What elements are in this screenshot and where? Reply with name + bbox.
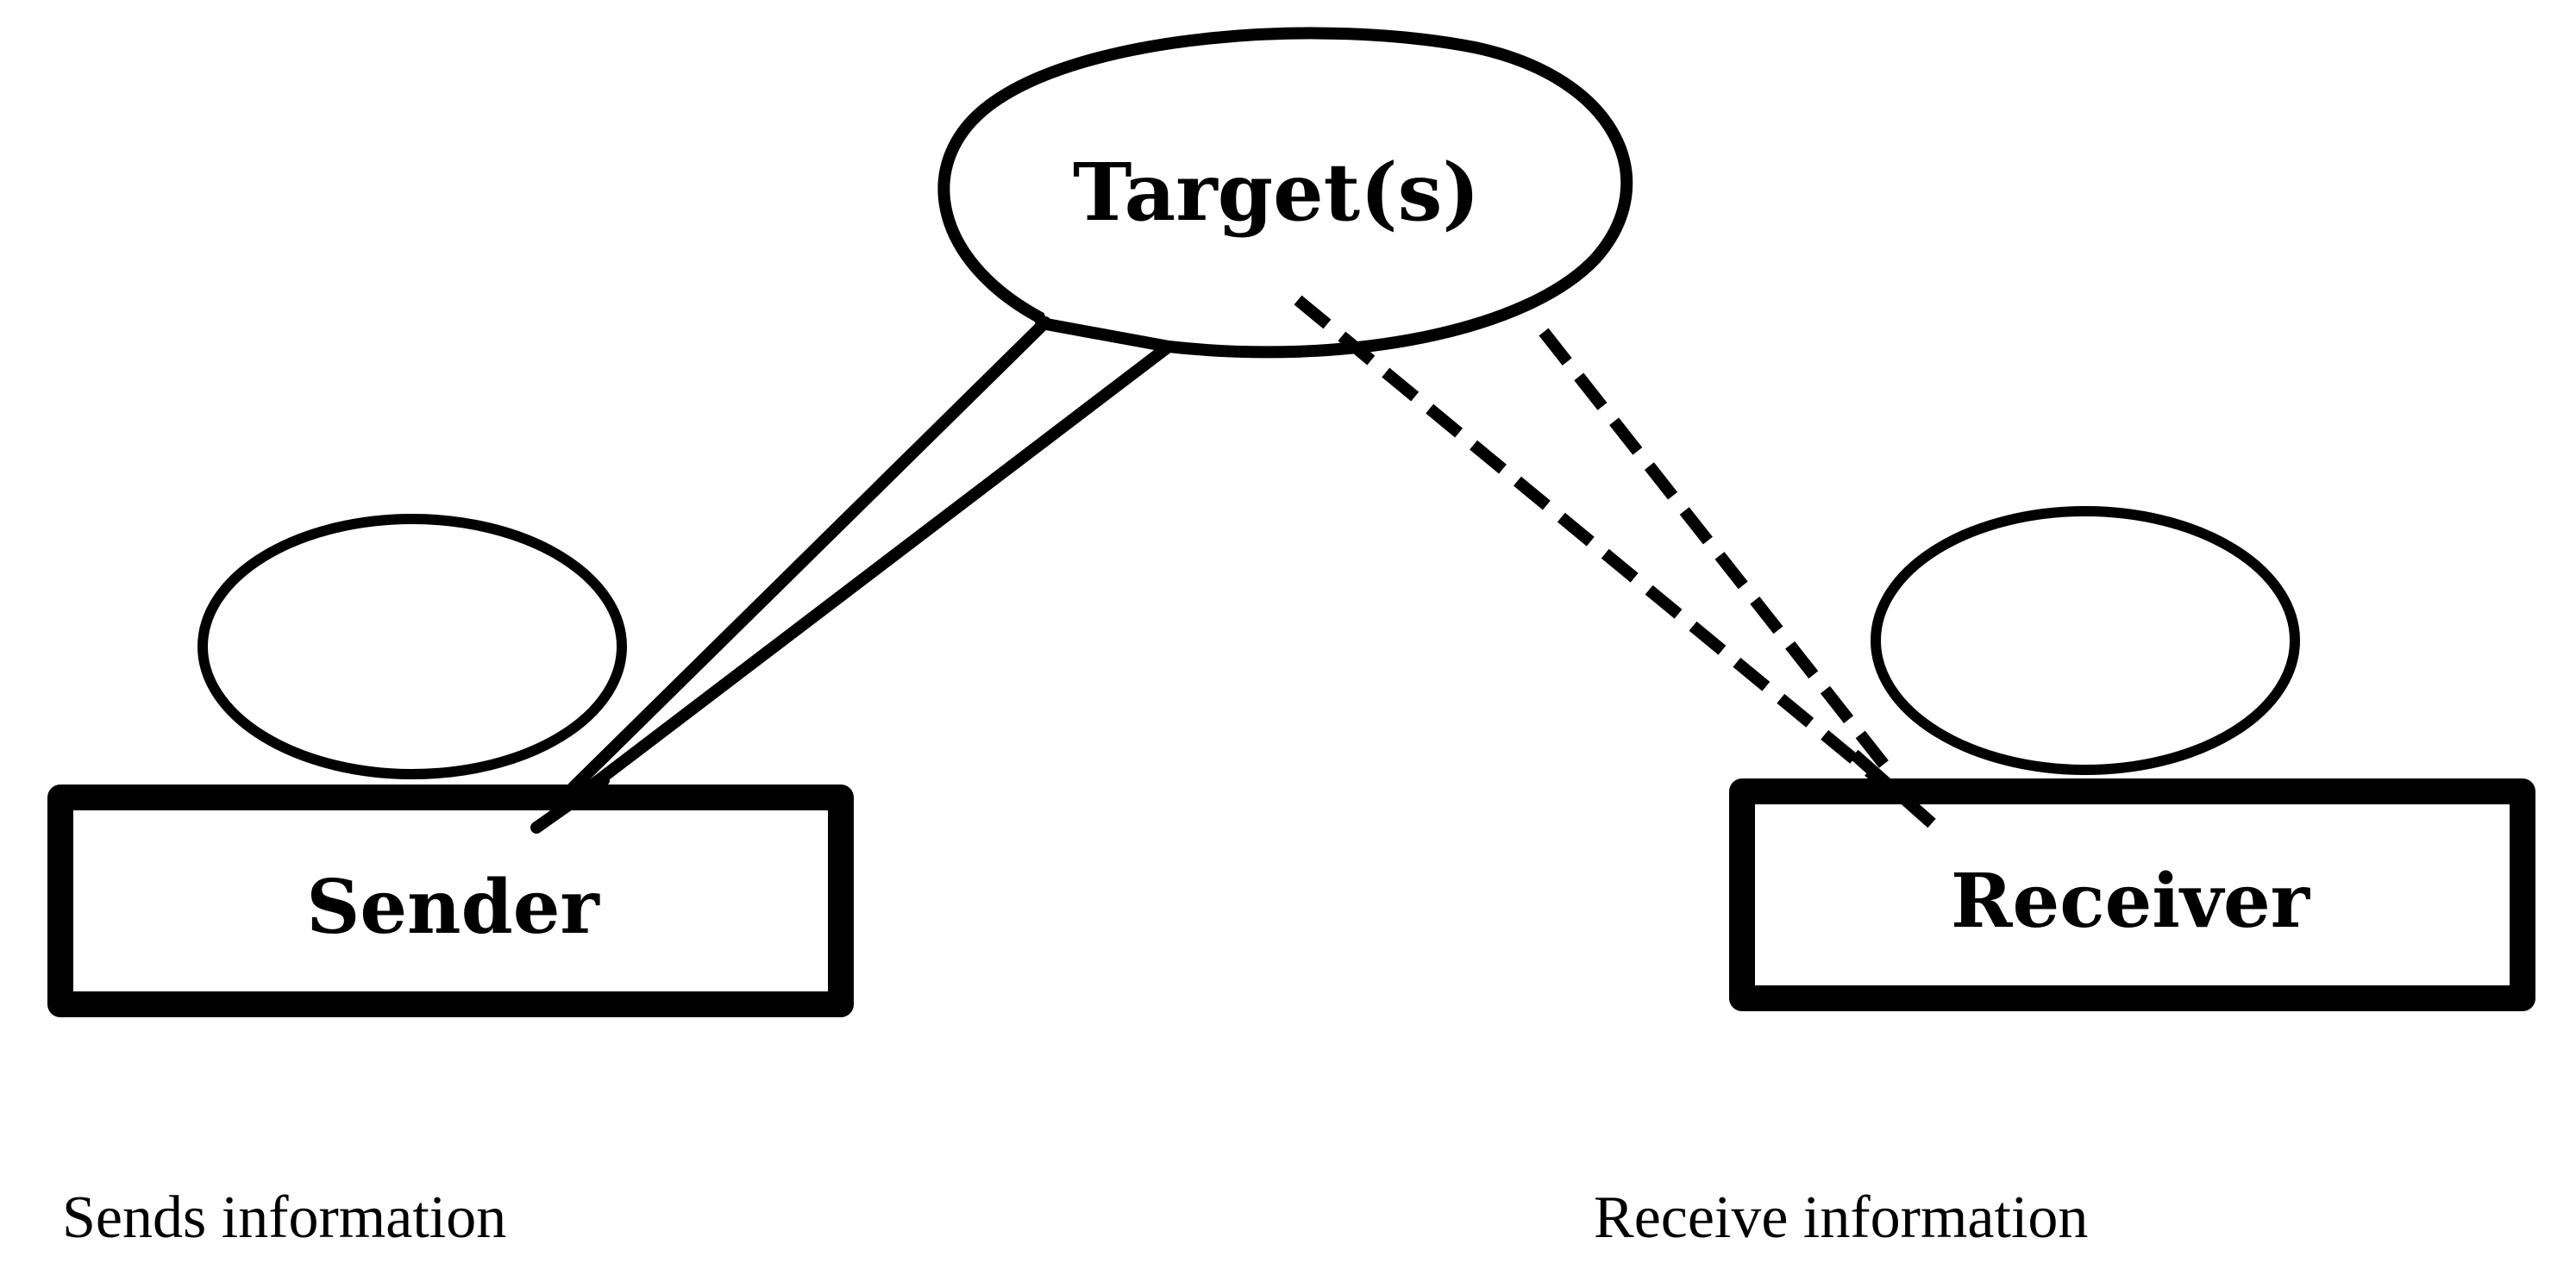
sender-head	[197, 514, 627, 779]
receiver-box	[1729, 778, 2535, 1011]
sender-caption: Sends information	[62, 1185, 506, 1251]
target-label: Target(s)	[1073, 146, 1480, 239]
sender-box	[47, 785, 854, 1017]
receiver-label: Receiver	[1951, 858, 2311, 945]
sender-label: Sender	[306, 864, 600, 951]
receiver-caption: Receive information	[1594, 1185, 2088, 1251]
bubble-tail-left	[567, 316, 1051, 793]
dashed-link-1	[1294, 295, 1936, 828]
dashed-link-tip	[1850, 749, 1936, 828]
target-speech-bubble	[937, 27, 1633, 359]
bubble-tail-tip	[530, 774, 610, 834]
receiver-head	[1871, 506, 2300, 775]
dashed-link-2	[1539, 328, 1898, 780]
bubble-tail-right	[530, 341, 1175, 834]
